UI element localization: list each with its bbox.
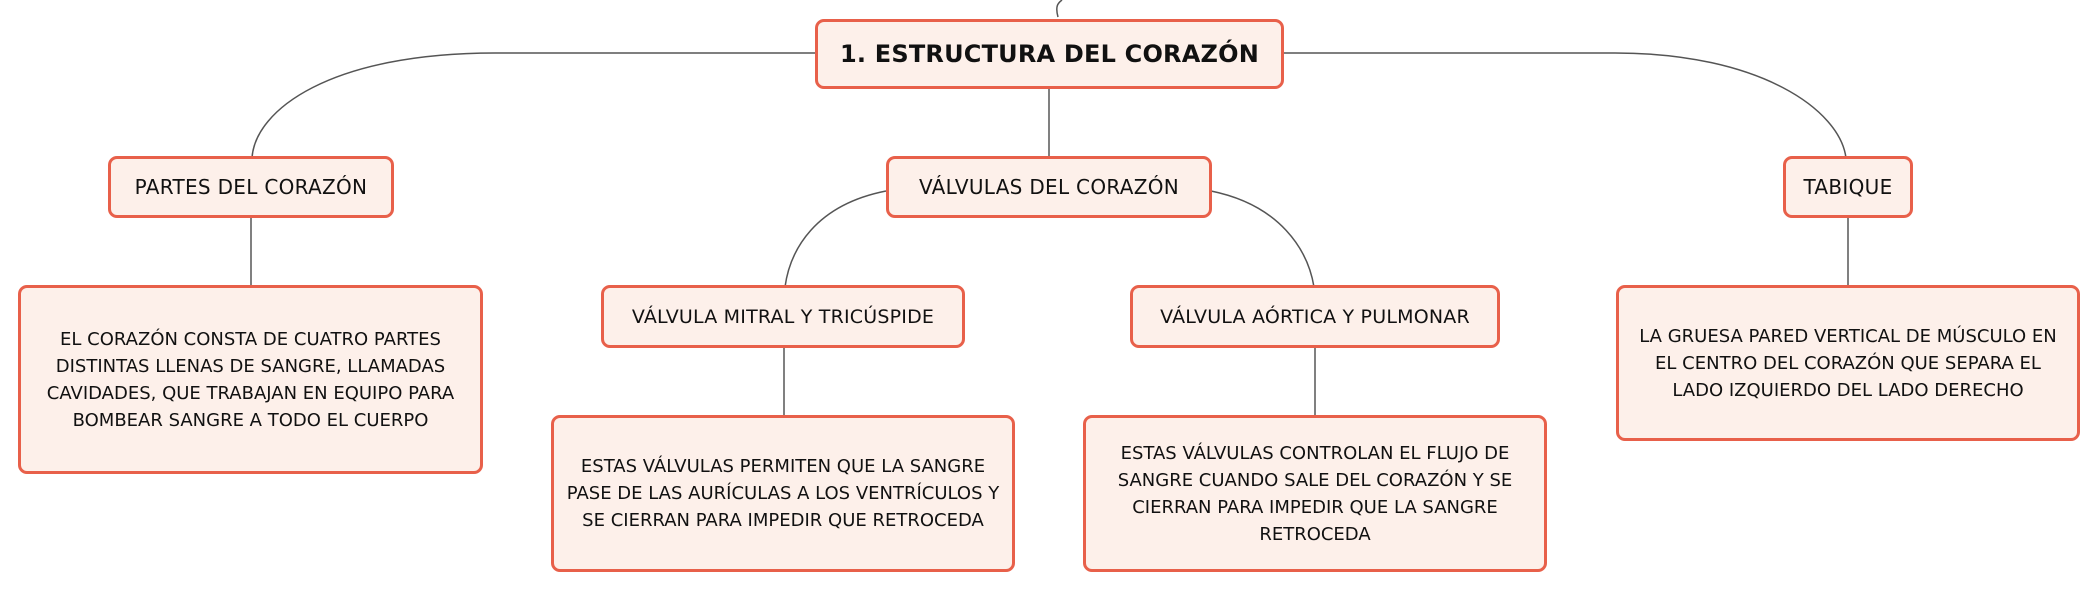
leaf-node-mitral-label: VÁLVULA MITRAL Y TRICÚSPIDE bbox=[631, 305, 935, 328]
branch-node-partes-label: PARTES DEL CORAZÓN bbox=[134, 175, 368, 199]
root-node[interactable]: 1. ESTRUCTURA DEL CORAZÓN bbox=[815, 19, 1284, 89]
description-tabique[interactable]: LA GRUESA PARED VERTICAL DE MÚSCULO EN E… bbox=[1616, 285, 2080, 441]
leaf-node-aortica-label: VÁLVULA AÓRTICA Y PULMONAR bbox=[1160, 305, 1470, 328]
branch-node-tabique[interactable]: TABIQUE bbox=[1783, 156, 1913, 218]
connector-valvulas-aortica bbox=[1210, 190, 1315, 288]
root-node-label: 1. ESTRUCTURA DEL CORAZÓN bbox=[840, 40, 1259, 68]
leaf-node-aortica[interactable]: VÁLVULA AÓRTICA Y PULMONAR bbox=[1130, 285, 1500, 348]
branch-node-valvulas[interactable]: VÁLVULAS DEL CORAZÓN bbox=[886, 156, 1212, 218]
leaf-node-mitral[interactable]: VÁLVULA MITRAL Y TRICÚSPIDE bbox=[601, 285, 965, 348]
connector-root-partes bbox=[251, 52, 815, 159]
description-tabique-text: LA GRUESA PARED VERTICAL DE MÚSCULO EN E… bbox=[1639, 325, 2057, 401]
description-aortica-text: ESTAS VÁLVULAS CONTROLAN EL FLUJO DE SAN… bbox=[1117, 442, 1513, 545]
connector-valvulas-mitral bbox=[784, 190, 887, 288]
branch-node-valvulas-label: VÁLVULAS DEL CORAZÓN bbox=[918, 175, 1180, 199]
description-aortica[interactable]: ESTAS VÁLVULAS CONTROLAN EL FLUJO DE SAN… bbox=[1083, 415, 1547, 572]
connector-root-parent bbox=[1056, 0, 1063, 18]
description-mitral-text: ESTAS VÁLVULAS PERMITEN QUE LA SANGRE PA… bbox=[566, 456, 1000, 531]
description-mitral[interactable]: ESTAS VÁLVULAS PERMITEN QUE LA SANGRE PA… bbox=[551, 415, 1015, 572]
description-partes-text: EL CORAZÓN CONSTA DE CUATRO PARTES DISTI… bbox=[46, 328, 455, 431]
description-partes[interactable]: EL CORAZÓN CONSTA DE CUATRO PARTES DISTI… bbox=[18, 285, 483, 474]
branch-node-partes[interactable]: PARTES DEL CORAZÓN bbox=[108, 156, 394, 218]
connector-root-tabique bbox=[1282, 52, 1847, 159]
branch-node-tabique-label: TABIQUE bbox=[1803, 175, 1893, 199]
